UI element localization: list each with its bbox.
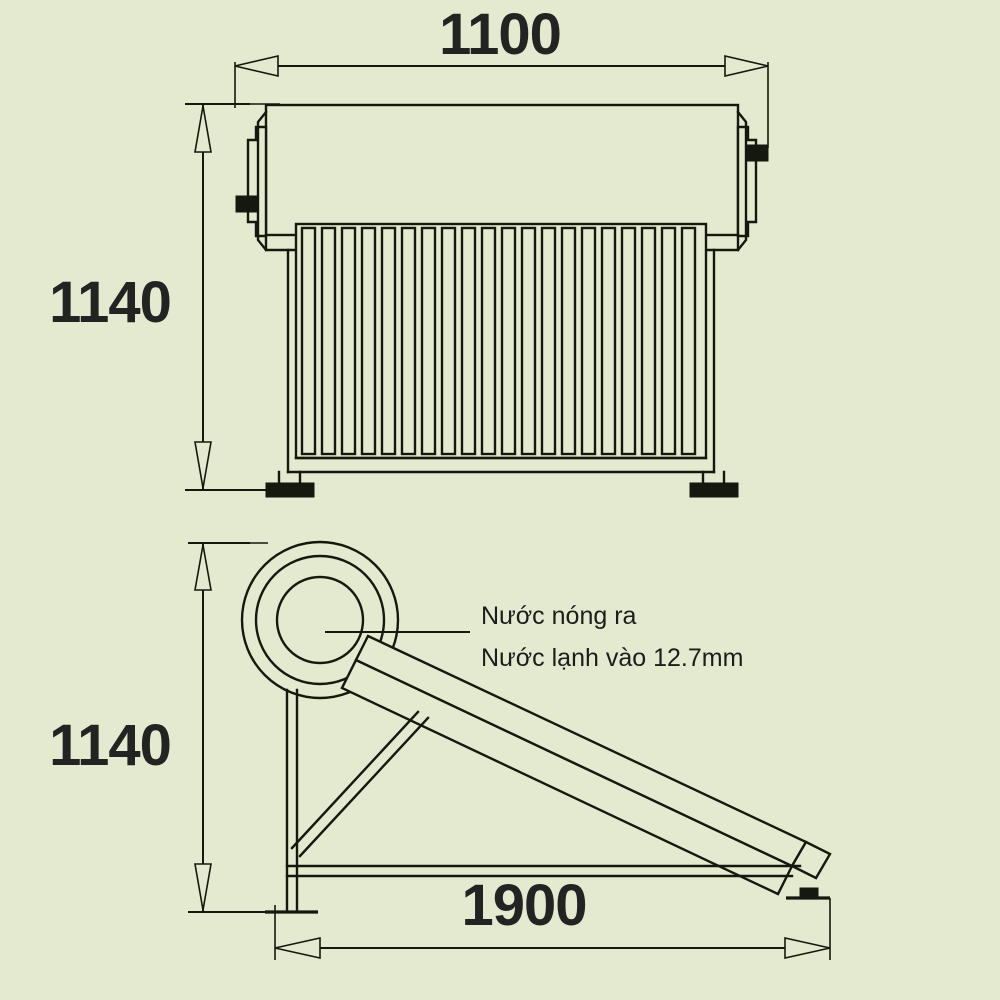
vacuum-tube — [660, 226, 677, 456]
vacuum-tube — [520, 226, 537, 456]
arrow-down — [194, 441, 212, 489]
vacuum-tube — [460, 226, 477, 456]
arrow-up — [194, 105, 212, 153]
vacuum-tube — [380, 226, 397, 456]
vacuum-tube — [420, 226, 437, 456]
brace-diagonal-b — [298, 716, 430, 858]
vacuum-tube-array — [300, 226, 697, 456]
arrow-right — [724, 54, 769, 78]
dim-label-top-width: 1100 — [439, 2, 561, 67]
label-cold-water-inlet: Nước lạnh vào 12.7mm — [481, 644, 743, 672]
tank-body — [264, 103, 740, 237]
arrow-right-1900 — [784, 937, 831, 959]
rail-beam-lower — [340, 658, 794, 896]
rail-end-cap — [790, 840, 832, 880]
port-left — [235, 195, 259, 213]
vacuum-tube — [320, 226, 337, 456]
vacuum-tube — [480, 226, 497, 456]
vacuum-tube — [500, 226, 517, 456]
foot-left — [265, 482, 315, 498]
dim-label-side-length: 1900 — [461, 873, 586, 938]
dimension-1900: 1900 — [274, 873, 831, 960]
dimension-1140-side: 1140 — [49, 542, 290, 913]
tank-flange-right — [736, 110, 748, 252]
vacuum-tube — [440, 226, 457, 456]
dim-label-side-height: 1140 — [49, 713, 171, 778]
arrow-down-side — [194, 863, 212, 911]
vacuum-tube — [680, 226, 697, 456]
arrow-up-side — [194, 544, 212, 591]
arrow-left — [234, 54, 279, 78]
dimension-1100: 1100 — [205, 2, 769, 108]
port-right — [745, 144, 769, 162]
front-elevation-view — [185, 103, 769, 498]
tank-skirt-left — [264, 233, 298, 252]
tank-inner-circle — [275, 575, 365, 665]
vacuum-tube — [600, 226, 617, 456]
label-hot-water-outlet: Nước nóng ra — [481, 602, 637, 630]
arrow-left-1900 — [274, 937, 321, 959]
side-elevation-view — [188, 540, 832, 960]
tank-flange-left — [256, 110, 268, 252]
tank-skirt-right — [703, 233, 740, 252]
dim-label-front-height: 1140 — [49, 270, 171, 335]
annotation-labels: Nước nóng ra Nước lạnh vào 12.7mm — [481, 602, 743, 672]
dimension-1140-front: 1140 — [49, 103, 250, 490]
brace-diagonal-a — [290, 710, 420, 850]
vacuum-tube — [340, 226, 357, 456]
vacuum-tube — [540, 226, 557, 456]
vacuum-tube — [640, 226, 657, 456]
vacuum-tube — [400, 226, 417, 456]
collector-inclined-rail — [340, 634, 832, 896]
vacuum-tube — [360, 226, 377, 456]
vacuum-tube — [560, 226, 577, 456]
foot-right — [689, 482, 739, 498]
vacuum-tube — [620, 226, 637, 456]
vacuum-tube — [300, 226, 317, 456]
vacuum-tube — [580, 226, 597, 456]
